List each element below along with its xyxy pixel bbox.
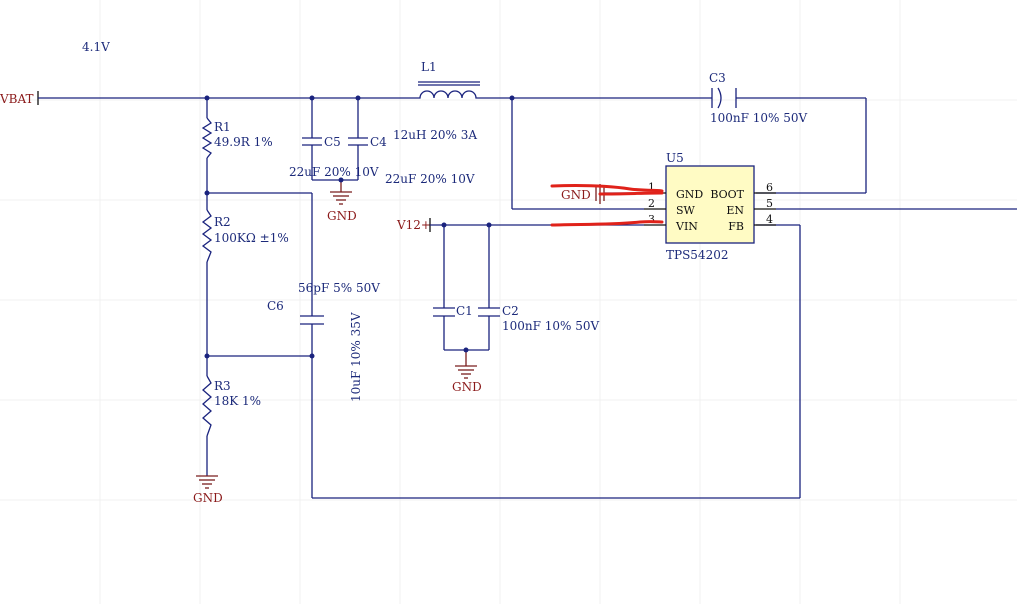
c1-ref: C1 (456, 304, 473, 318)
gnd-symbol-r3[interactable]: GND (193, 475, 223, 505)
u5-pin3-num: 3 (648, 213, 655, 226)
u5-ref: U5 (666, 151, 684, 165)
v12-port-label: V12+ (396, 218, 431, 232)
c2-value: 100nF 10% 50V (502, 319, 600, 333)
c3-ref: C3 (709, 71, 726, 85)
c6-ref: C6 (267, 299, 284, 313)
c2-ref: C2 (502, 304, 519, 318)
capacitor-c3[interactable]: C3 100nF 10% 50V (709, 71, 808, 125)
c5-ref: C5 (324, 135, 341, 149)
c4-value: 22uF 20% 10V (385, 172, 475, 186)
c6-alt-value: 10uF 10% 35V (349, 312, 363, 402)
c6-value: 56pF 5% 50V (298, 281, 380, 295)
sw-wire (511, 98, 644, 210)
capacitor-c4[interactable]: C4 22uF 20% 10V (348, 98, 475, 186)
ic-u5[interactable]: U5 TPS54202 1 2 3 GND SW VIN 6 5 4 BOOT … (644, 151, 776, 262)
u5-pin1-num: 1 (648, 181, 655, 194)
capacitor-c1[interactable]: C1 (433, 304, 473, 318)
u5-pin5-name: EN (726, 204, 744, 217)
u5-pin2-name: SW (676, 204, 696, 217)
inductor-l1[interactable]: L1 12uH 20% 3A (393, 60, 480, 142)
u5-pin5-num: 5 (766, 197, 773, 210)
gnd-label-input: GND (452, 380, 482, 394)
resistor-r3[interactable]: R3 18K 1% (202, 375, 261, 437)
r3-ref: R3 (214, 379, 231, 393)
u5-pin2-num: 2 (648, 197, 655, 210)
c4-ref: C4 (370, 135, 387, 149)
gnd-symbol-caps[interactable]: GND (327, 180, 357, 223)
resistor-r1[interactable]: R1 49.9R 1% (201, 117, 273, 159)
divider-column-wires (206, 98, 801, 499)
vbat-port-label: VBAT (0, 92, 34, 106)
u5-part-number: TPS54202 (666, 248, 728, 262)
gnd-symbol-input[interactable]: GND (452, 365, 482, 394)
red-highlight-marks (550, 184, 664, 227)
l1-ref: L1 (421, 60, 437, 74)
u5-body (665, 165, 755, 244)
l1-value: 12uH 20% 3A (393, 128, 477, 142)
r1-value: 49.9R 1% (214, 135, 273, 149)
capacitor-c2[interactable]: C2 100nF 10% 50V (478, 304, 600, 333)
capacitor-c6[interactable]: C6 56pF 5% 50V 10uF 10% 35V (267, 281, 380, 402)
u5-pin4-num: 4 (766, 213, 773, 226)
gnd-label-r3: GND (193, 491, 223, 505)
u5-pin3-name: VIN (675, 220, 698, 233)
c5-value: 22uF 20% 10V (289, 165, 379, 179)
voltage-annotation: 4.1V (82, 40, 110, 54)
junctions (204, 95, 515, 359)
u5-pin6-num: 6 (766, 181, 773, 194)
r2-ref: R2 (214, 215, 231, 229)
r1-ref: R1 (214, 120, 231, 134)
c1-c2-wires (443, 225, 490, 366)
vbat-port[interactable]: VBAT (0, 91, 39, 106)
r3-value: 18K 1% (214, 394, 261, 408)
u5-pin6-name: BOOT (710, 188, 744, 201)
gnd-label-caps: GND (327, 209, 357, 223)
resistor-r2[interactable]: R2 100KΩ ±1% (201, 209, 289, 263)
u5-pin4-name: FB (728, 220, 744, 233)
r2-value: 100KΩ ±1% (214, 231, 289, 245)
u5-pin1-name: GND (676, 188, 703, 201)
gnd-pin-label: GND (561, 188, 591, 202)
capacitor-c5[interactable]: C5 22uF 20% 10V (289, 98, 379, 180)
c3-value: 100nF 10% 50V (710, 111, 808, 125)
top-rail-wires (38, 97, 867, 194)
